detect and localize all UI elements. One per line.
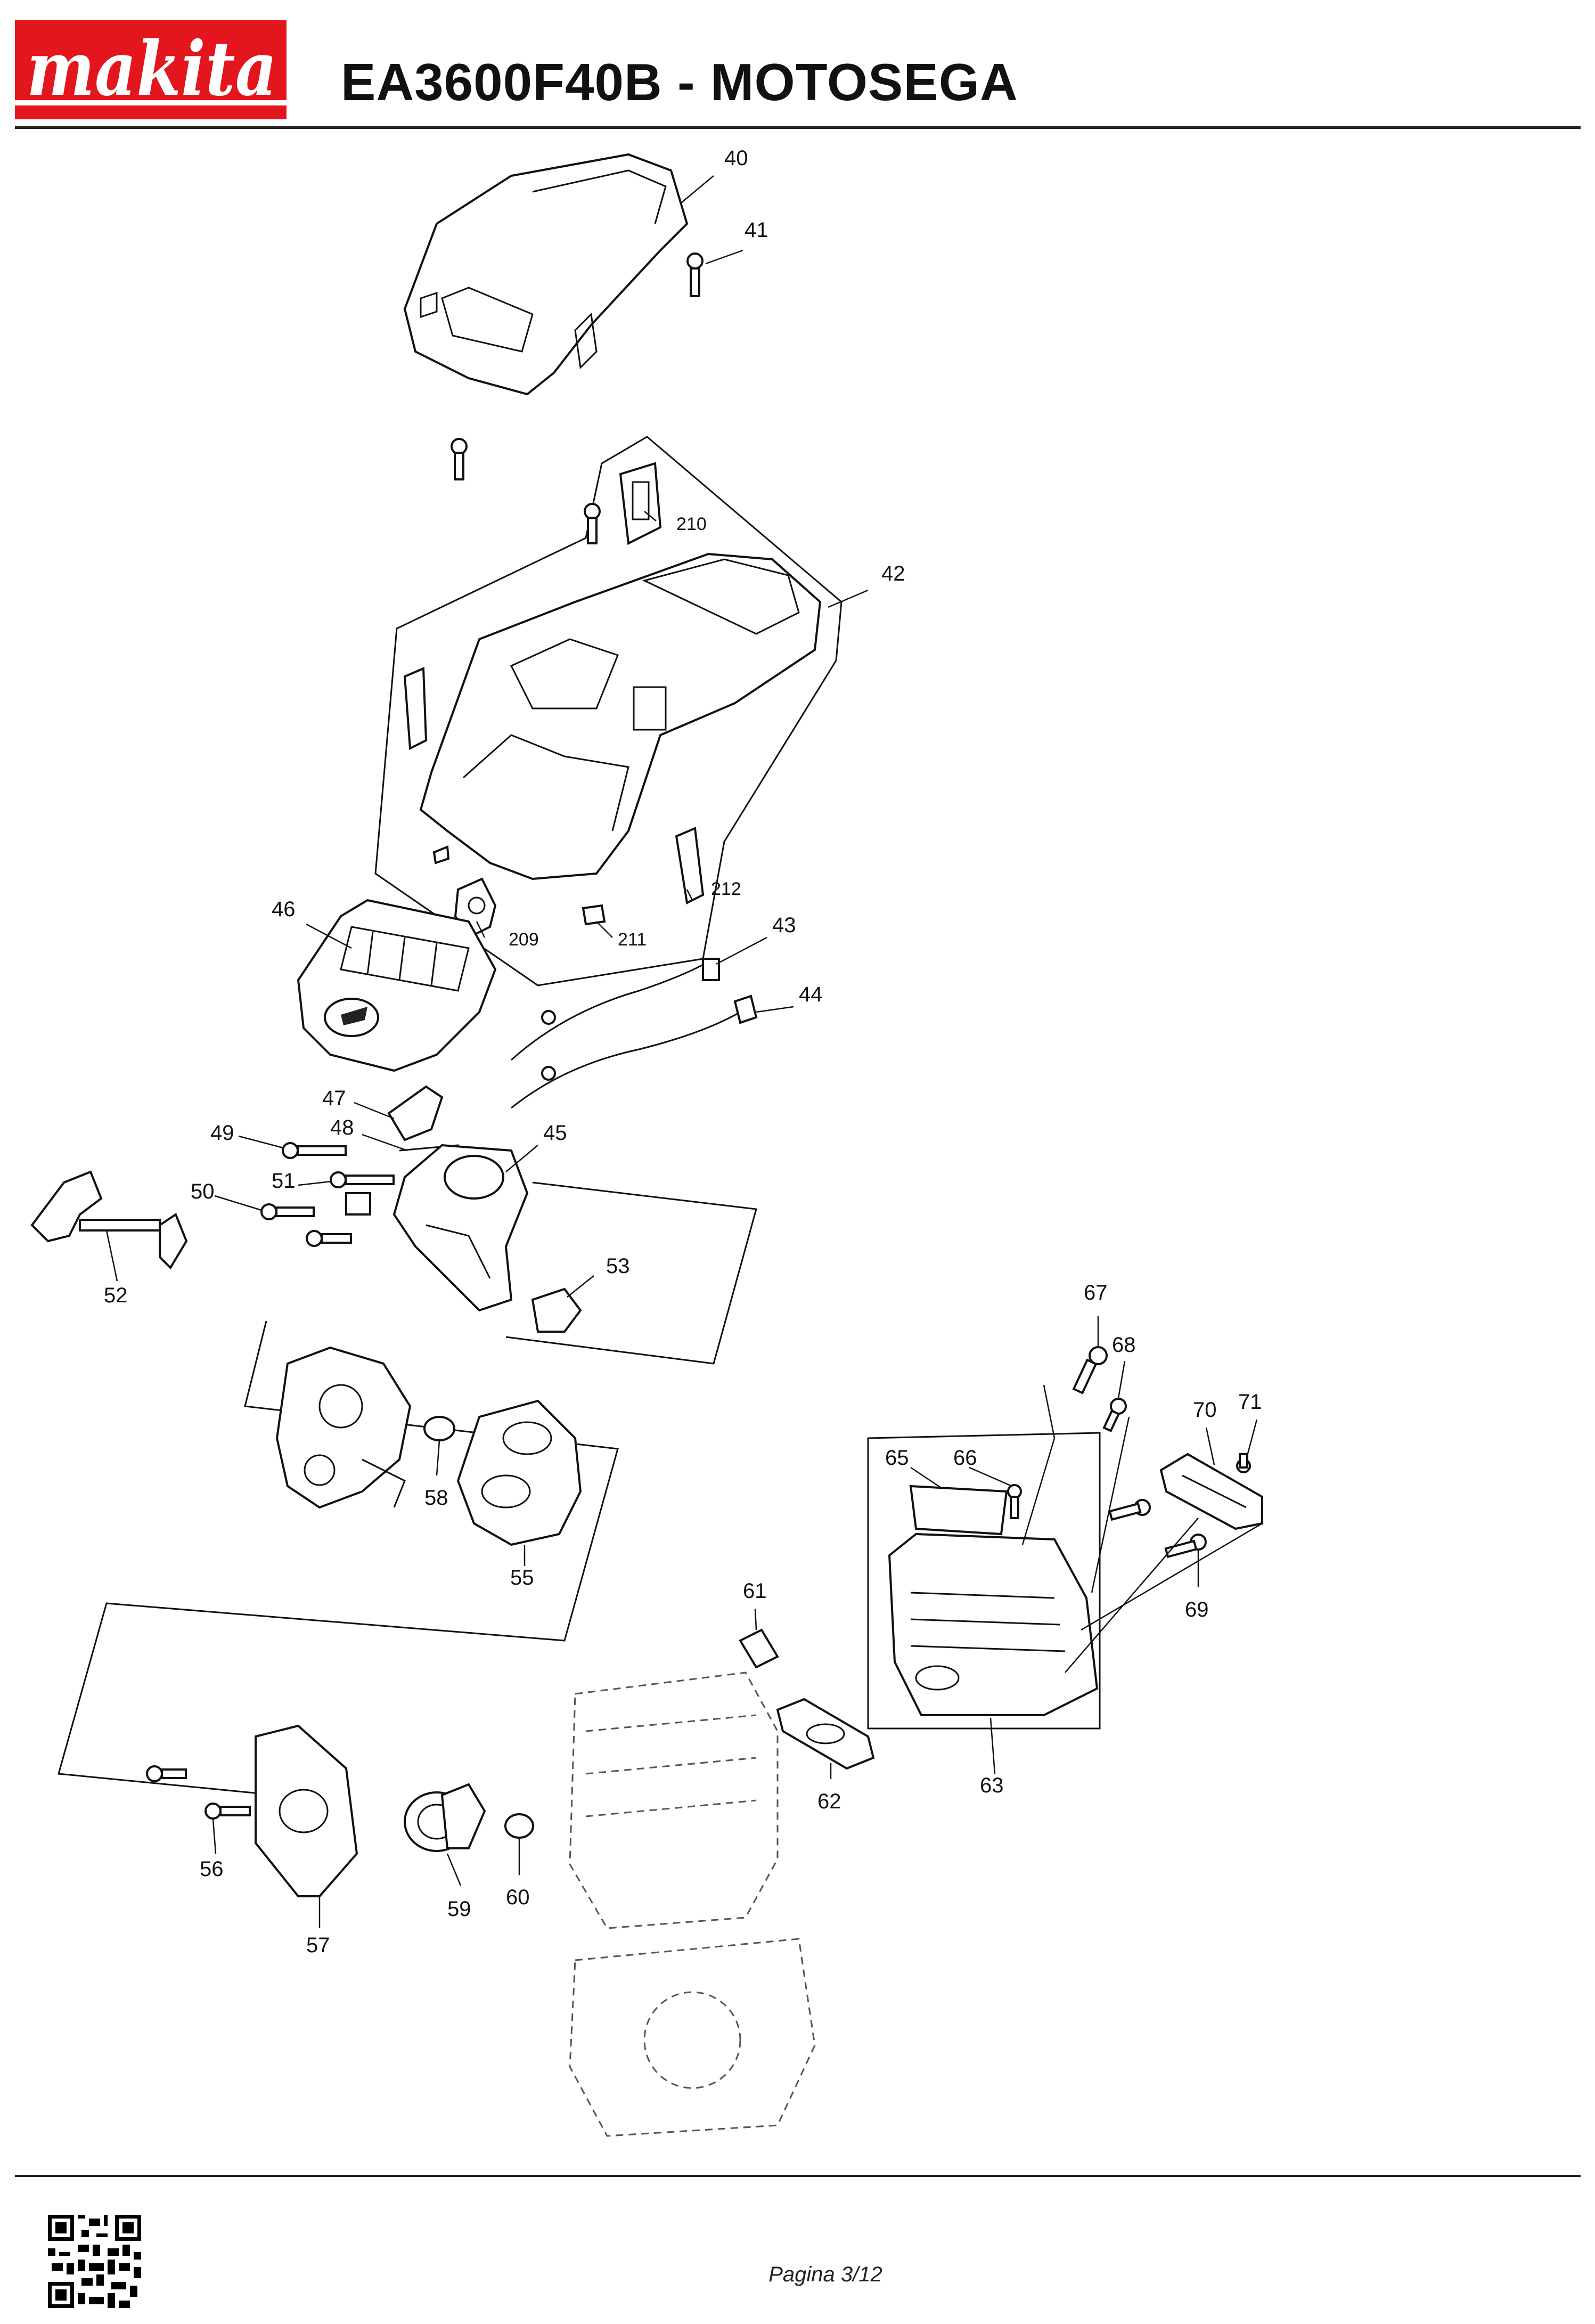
callout-71: 71 <box>1238 1390 1262 1414</box>
part-55-intake <box>456 1399 582 1546</box>
callout-67: 67 <box>1084 1281 1108 1304</box>
qr-code-icon <box>48 2215 141 2308</box>
callout-52: 52 <box>104 1284 128 1307</box>
part-51-screw <box>330 1171 395 1216</box>
part-43-cable <box>510 958 720 1061</box>
callout-42: 42 <box>881 562 905 585</box>
part-68-screw <box>1102 1398 1127 1432</box>
callout-68: 68 <box>1112 1333 1136 1357</box>
leader-lines <box>105 175 1263 1928</box>
callout-210: 210 <box>676 514 707 534</box>
part-44-cable <box>511 994 758 1109</box>
callout-46: 46 <box>272 898 296 921</box>
callout-56: 56 <box>200 1857 224 1881</box>
footer-divider <box>15 2175 1581 2177</box>
callout-50: 50 <box>191 1180 215 1203</box>
part-66-screw <box>1007 1484 1022 1519</box>
part-67-screw <box>1072 1346 1108 1395</box>
header-divider <box>15 126 1581 129</box>
part-52-trigger <box>30 1170 188 1270</box>
callout-70: 70 <box>1193 1398 1217 1422</box>
left-clip <box>403 667 428 751</box>
screw-210 <box>584 503 601 544</box>
callout-62: 62 <box>817 1790 841 1813</box>
part-61-spacer <box>739 1628 779 1669</box>
part-49-screw <box>282 1142 347 1159</box>
callout-57: 57 <box>306 1934 330 1957</box>
part-58-ring <box>423 1416 455 1441</box>
part-53-damper <box>531 1287 582 1333</box>
callout-60: 60 <box>506 1886 530 1909</box>
pin-small <box>432 845 450 865</box>
exploded-parts-diagram: 40 41 42 210 212 209 211 46 43 44 47 48 … <box>30 146 1263 2137</box>
callout-40: 40 <box>724 146 748 170</box>
engine-block-reference <box>569 1671 816 2137</box>
callout-59: 59 <box>447 1897 471 1921</box>
callout-47: 47 <box>322 1087 346 1110</box>
part-71-screw <box>1236 1453 1251 1473</box>
part-45-handle-housing <box>392 1144 529 1312</box>
part-41-screw <box>686 252 704 297</box>
makita-logo: makita <box>15 20 287 119</box>
part-60-ring <box>504 1813 534 1839</box>
callout-55: 55 <box>510 1566 534 1589</box>
callout-45: 45 <box>543 1121 567 1145</box>
page-number: Pagina 3/12 <box>768 2263 882 2286</box>
screw-lower-51 <box>306 1230 352 1247</box>
callout-labels: 40 41 42 210 212 209 211 46 43 44 47 48 … <box>104 146 1262 1957</box>
part-210-latch <box>619 462 662 545</box>
callout-211: 211 <box>618 929 647 950</box>
callout-51: 51 <box>272 1169 296 1193</box>
carburetor <box>275 1346 412 1509</box>
part-47-bracket <box>387 1085 444 1141</box>
part-56-screw <box>205 1803 251 1820</box>
part-62-gasket <box>776 1698 875 1770</box>
part-212-clip <box>675 827 705 905</box>
part-40-top-cover <box>403 153 689 396</box>
part-211-pad <box>582 904 606 926</box>
part-57-baffle <box>255 1724 358 1897</box>
svg-text:makita: makita <box>27 26 277 113</box>
screw-57-upper <box>146 1765 187 1782</box>
callout-44: 44 <box>799 983 823 1006</box>
callout-209: 209 <box>509 929 539 950</box>
screw-upper <box>451 438 468 480</box>
part-65-plate <box>909 1485 1008 1536</box>
callout-53: 53 <box>606 1254 630 1278</box>
page-title: EA3600F40B - MOTOSEGA <box>341 53 1018 111</box>
carburetor-group-frame <box>58 1320 619 1801</box>
callout-66: 66 <box>953 1446 977 1470</box>
part-42-housing <box>419 552 822 880</box>
callout-43: 43 <box>772 914 796 937</box>
callout-65: 65 <box>885 1446 909 1470</box>
callout-63: 63 <box>980 1774 1004 1797</box>
part-59-manifold <box>404 1783 486 1852</box>
callout-61: 61 <box>743 1579 767 1603</box>
group-45-frame <box>505 1181 757 1365</box>
callout-212: 212 <box>711 879 741 899</box>
callout-49: 49 <box>210 1121 234 1145</box>
part-63-muffler <box>888 1532 1099 1716</box>
part-69-screws <box>1108 1499 1207 1559</box>
callout-69: 69 <box>1185 1598 1209 1621</box>
part-50-screw <box>260 1203 315 1220</box>
muffler-group-frame <box>867 1432 1101 1730</box>
callout-41: 41 <box>745 218 768 242</box>
part-46-air-filter <box>297 899 497 1072</box>
callout-58: 58 <box>424 1486 448 1510</box>
callout-48: 48 <box>330 1116 354 1139</box>
